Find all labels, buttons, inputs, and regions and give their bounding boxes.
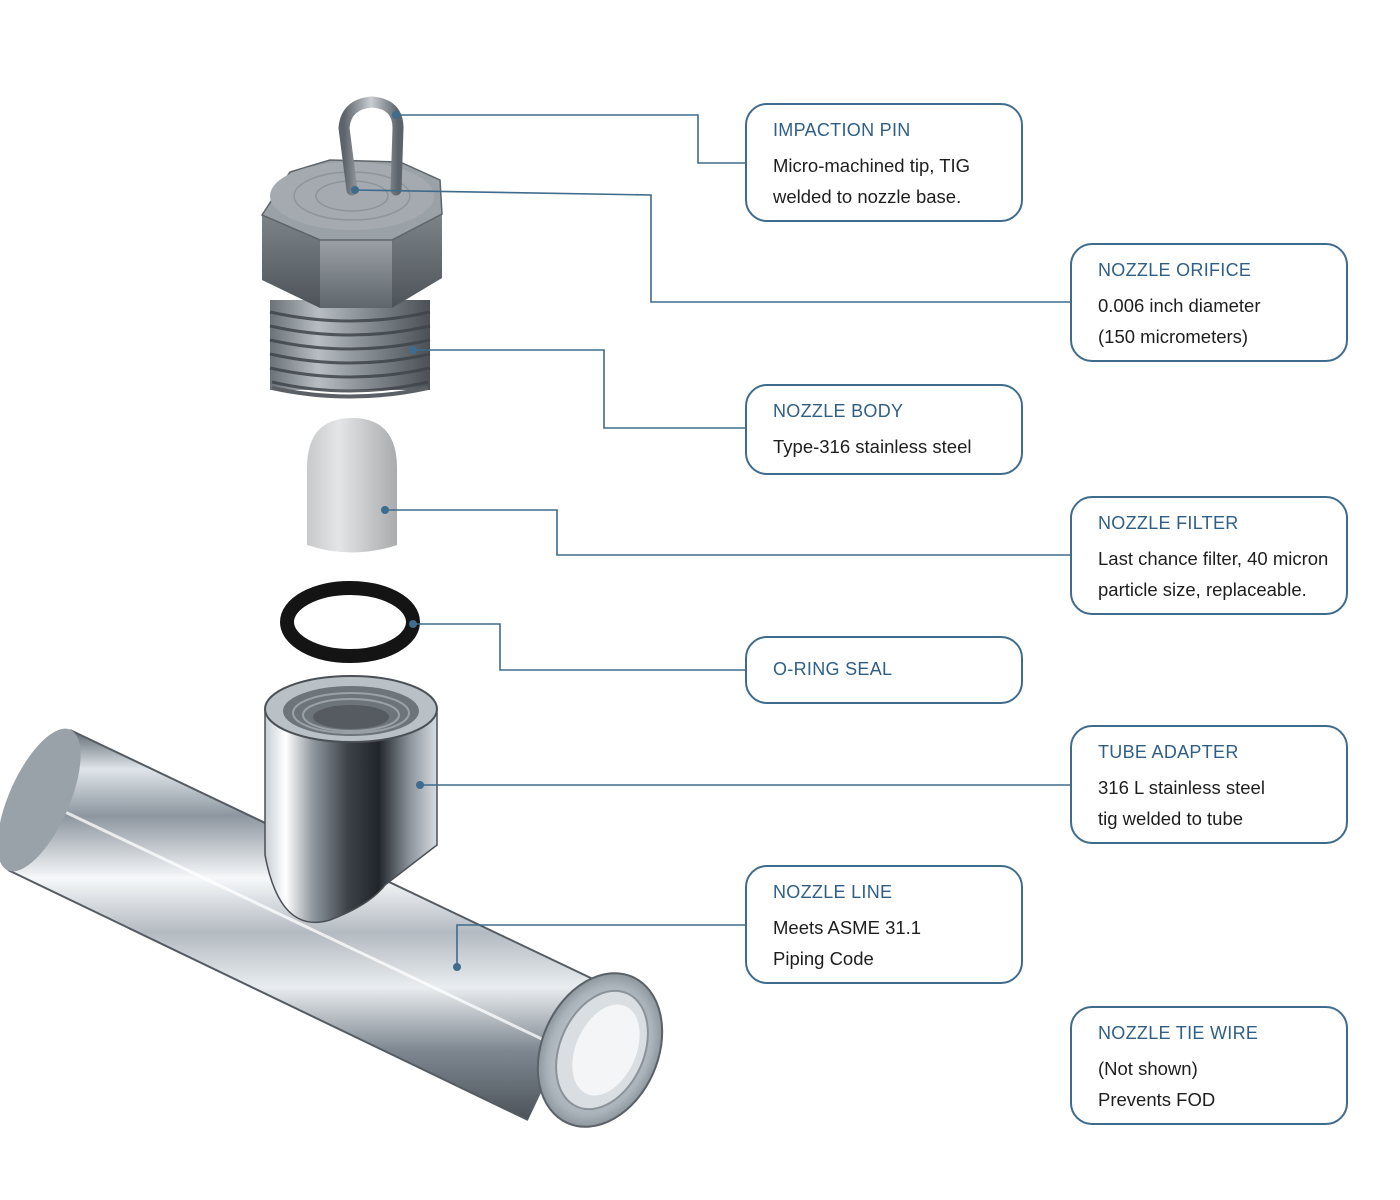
callout-text: welded to nozzle base. [773,186,962,207]
nozzle-line-pipe [0,728,664,1128]
callout-text: Prevents FOD [1098,1089,1216,1110]
callout-title: NOZZLE LINE [773,882,893,902]
callout-text: Type-316 stainless steel [773,436,972,457]
callout-o-ring-seal: O-RING SEAL [745,636,1023,704]
callout-nozzle-orifice: NOZZLE ORIFICE 0.006 inch diameter (150 … [1070,243,1348,362]
leader-dots [351,111,461,971]
impaction-pin-part [338,96,404,196]
callout-text: Micro-machined tip, TIG [773,155,971,176]
o-ring-part [280,581,420,663]
callout-nozzle-tie-wire: NOZZLE TIE WIRE (Not shown) Prevents FOD [1070,1006,1348,1125]
callout-nozzle-filter: NOZZLE FILTER Last chance filter, 40 mic… [1070,496,1348,615]
callout-title: NOZZLE BODY [773,401,904,421]
callout-text: tig welded to tube [1098,808,1244,829]
callout-nozzle-body: NOZZLE BODY Type-316 stainless steel [745,384,1023,475]
callout-text: 0.006 inch diameter [1098,295,1261,316]
callout-title: O-RING SEAL [773,659,893,679]
callout-text: particle size, replaceable. [1098,579,1307,600]
filter-part [307,418,397,553]
callout-title: IMPACTION PIN [773,120,911,140]
leader-lines [354,114,1071,967]
callout-text: Last chance filter, 40 micron [1098,548,1329,569]
callout-tube-adapter: TUBE ADAPTER 316 L stainless steel tig w… [1070,725,1348,844]
tube-adapter-part [264,675,438,924]
callout-text: Piping Code [773,948,874,969]
callout-nozzle-line: NOZZLE LINE Meets ASME 31.1 Piping Code [745,865,1023,984]
callout-title: NOZZLE ORIFICE [1098,260,1252,280]
callout-title: TUBE ADAPTER [1098,742,1239,762]
callout-title: NOZZLE FILTER [1098,513,1239,533]
callout-impaction-pin: IMPACTION PIN Micro-machined tip, TIG we… [745,103,1023,222]
callout-title: NOZZLE TIE WIRE [1098,1023,1259,1043]
callout-text: 316 L stainless steel [1098,777,1265,798]
callout-text: (150 micrometers) [1098,326,1249,347]
callout-text: (Not shown) [1098,1058,1198,1079]
callout-text: Meets ASME 31.1 [773,917,922,938]
